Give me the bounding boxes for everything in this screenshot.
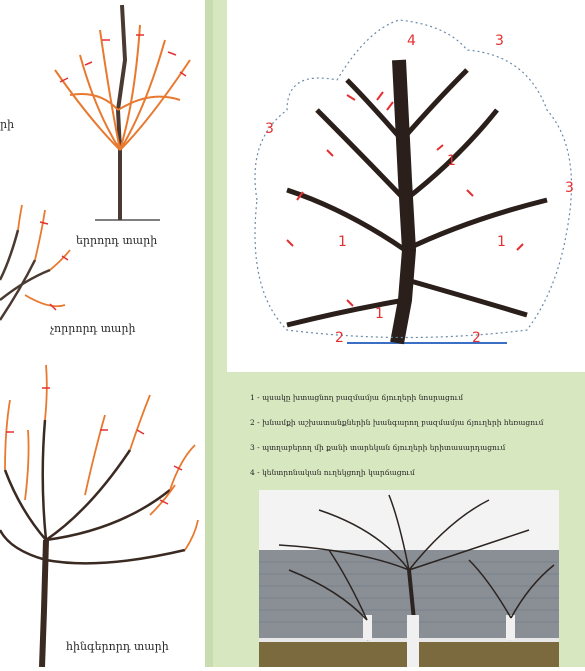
diagram-number: 1 [338, 234, 347, 250]
diagram-number: 2 [472, 330, 481, 346]
legend-item-2: 2 - խնամքի աշխատանքներին խանգարող բազմամ… [250, 418, 544, 427]
pruning-tree-diagram: 4 3 3 3 1 1 1 1 2 2 [227, 0, 585, 372]
diagram-number: 1 [497, 234, 506, 250]
legend-item-3: 3 - պտղաբերող մի քանի տարեկան ճյուղերի ե… [250, 443, 505, 452]
panel-divider [205, 0, 213, 667]
diagram-number: 2 [335, 330, 344, 346]
label-third-year: երրորդ տարի [76, 234, 157, 247]
legend-item-1: 1 - պսակը խտացնող բազմամյա ճյուղերի նոսր… [250, 393, 463, 402]
diagram-number: 3 [565, 180, 574, 196]
orchard-photo [259, 490, 559, 667]
left-panel: րի երրորդ տարի չորրորդ տարի [0, 0, 205, 667]
diagram-number: 3 [265, 121, 274, 137]
tree-fifth-year [0, 360, 200, 667]
tree-third-year [40, 0, 205, 230]
cut-label: րի [0, 118, 14, 131]
tree-fourth-year [0, 200, 80, 340]
label-fourth-year: չորրորդ տարի [50, 322, 135, 335]
right-panel: 4 3 3 3 1 1 1 1 2 2 1 - պսակը խտացնող բա… [213, 0, 585, 667]
diagram-number: 3 [495, 33, 504, 49]
pruning-diagram-card: 4 3 3 3 1 1 1 1 2 2 [227, 0, 585, 372]
label-fifth-year: հինգերորդ տարի [66, 640, 169, 653]
diagram-number: 1 [375, 306, 384, 322]
diagram-number: 1 [447, 153, 456, 169]
legend-item-4: 4 - կենտրոնական ուղեկցողի կարճացում [250, 468, 415, 477]
diagram-number: 4 [407, 33, 416, 49]
